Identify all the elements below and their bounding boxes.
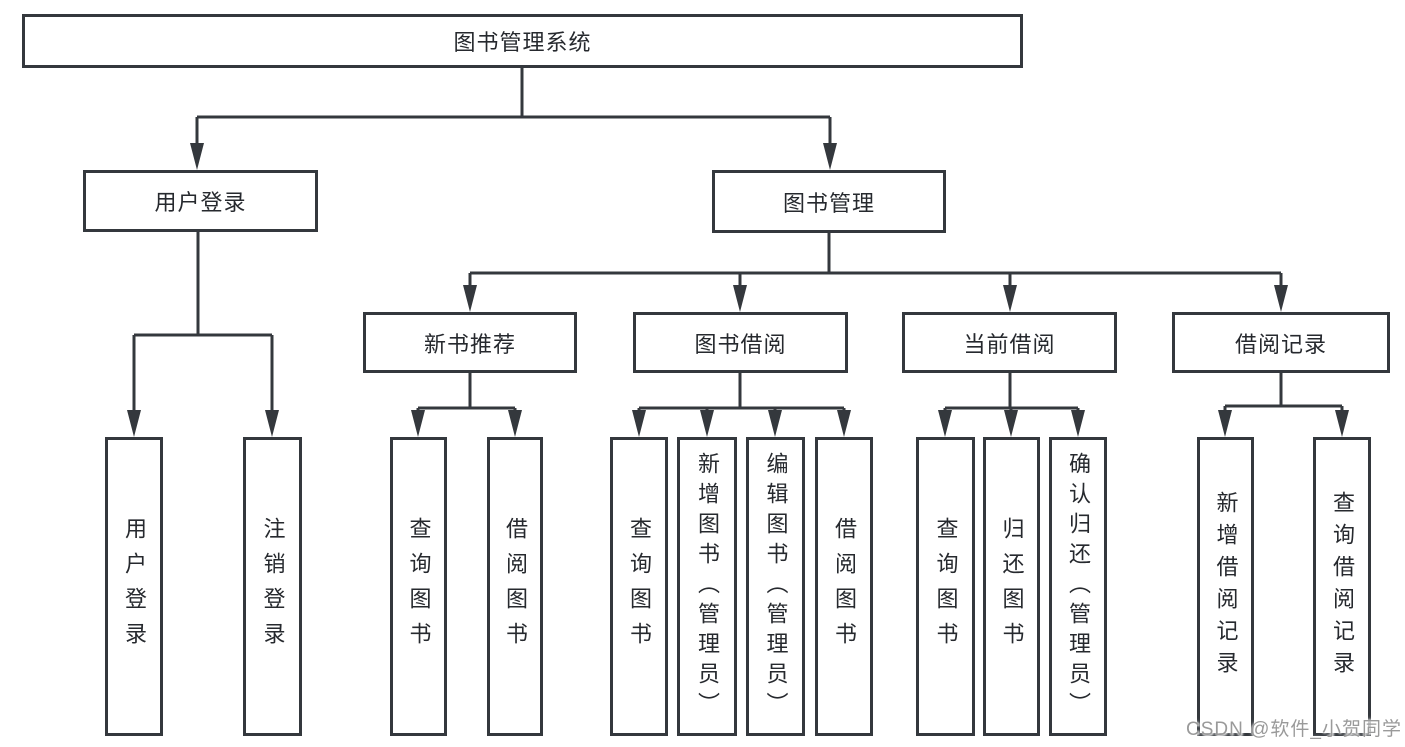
node-label: 借阅记录 — [1234, 331, 1327, 357]
node-current-borrowing: 当前借阅 — [902, 312, 1117, 373]
leaf-label: 确认归还（管理员） — [1066, 451, 1091, 722]
leaf-label: 编辑图书（管理员） — [763, 451, 789, 722]
node-new-book-recommend: 新书推荐 — [363, 312, 577, 373]
leaf-borrow-books: 借阅图书 — [815, 437, 873, 736]
leaf-label: 用户登录 — [122, 516, 147, 657]
leaf-user-login: 用户登录 — [105, 437, 163, 736]
leaf-label: 查询图书 — [933, 516, 959, 657]
node-label: 图书管理系统 — [453, 30, 592, 55]
leaf-label: 查询图书 — [627, 516, 652, 657]
leaf-logout: 注销登录 — [243, 437, 302, 736]
leaf-borrow-books: 借阅图书 — [487, 437, 543, 736]
leaf-label: 新增图书（管理员） — [695, 451, 720, 722]
leaf-add-borrow-record: 新增借阅记录 — [1197, 437, 1254, 736]
node-label: 新书推荐 — [423, 331, 516, 357]
leaf-confirm-return-admin: 确认归还（管理员） — [1049, 437, 1107, 736]
node-book-borrowing: 图书借阅 — [633, 312, 848, 373]
node-label: 图书借阅 — [694, 331, 787, 357]
leaf-query-books: 查询图书 — [916, 437, 975, 736]
leaf-label: 查询借阅记录 — [1330, 490, 1355, 683]
leaf-label: 借阅图书 — [832, 516, 857, 657]
node-label: 用户登录 — [154, 190, 247, 215]
watermark: CSDN @软件_小贺同学 — [1186, 719, 1402, 740]
leaf-label: 查询图书 — [406, 516, 432, 657]
leaf-query-borrow-record: 查询借阅记录 — [1313, 437, 1371, 736]
node-user-login: 用户登录 — [83, 170, 318, 232]
leaf-label: 借阅图书 — [503, 516, 528, 657]
node-book-management: 图书管理 — [712, 170, 946, 233]
leaf-label: 归还图书 — [999, 516, 1025, 657]
node-root-system: 图书管理系统 — [22, 14, 1023, 68]
leaf-return-book: 归还图书 — [983, 437, 1040, 736]
node-label: 当前借阅 — [963, 331, 1056, 357]
leaf-query-books: 查询图书 — [390, 437, 447, 736]
node-label: 图书管理 — [782, 190, 875, 216]
node-borrow-records: 借阅记录 — [1172, 312, 1390, 373]
leaf-query-books: 查询图书 — [610, 437, 668, 736]
leaf-edit-book-admin: 编辑图书（管理员） — [746, 437, 805, 736]
leaf-add-book-admin: 新增图书（管理员） — [677, 437, 737, 736]
leaf-label: 新增借阅记录 — [1213, 490, 1239, 683]
leaf-label: 注销登录 — [260, 516, 286, 657]
